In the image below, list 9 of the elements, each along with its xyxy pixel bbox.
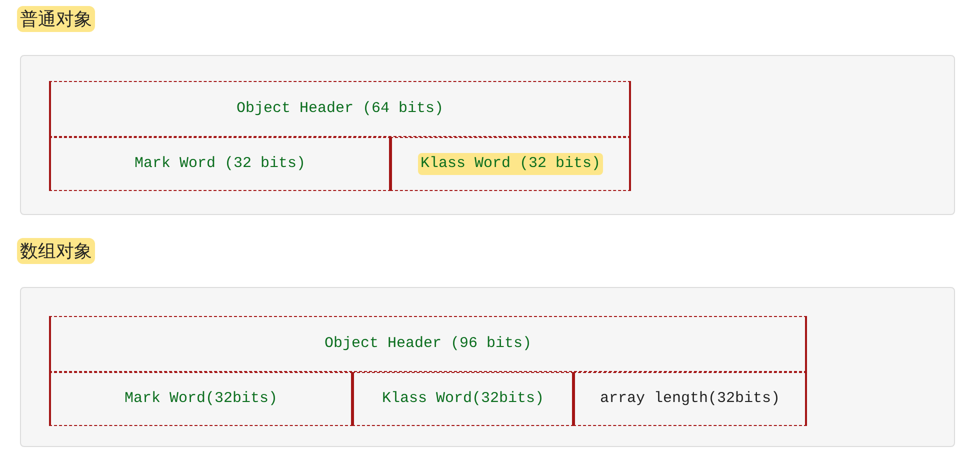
table-cell: Klass Word(32bits) xyxy=(352,372,574,426)
table-cell: Klass Word (32 bits) xyxy=(390,137,631,191)
table-cell: array length(32bits) xyxy=(573,372,807,426)
section-heading: 普通对象 xyxy=(17,6,95,32)
section-heading: 数组对象 xyxy=(17,238,95,264)
table-cell: Mark Word (32 bits) xyxy=(49,137,391,191)
table-cell: Object Header (96 bits) xyxy=(49,316,807,372)
table-cell: Object Header (64 bits) xyxy=(49,81,631,137)
table-cell: Mark Word(32bits) xyxy=(49,372,353,426)
